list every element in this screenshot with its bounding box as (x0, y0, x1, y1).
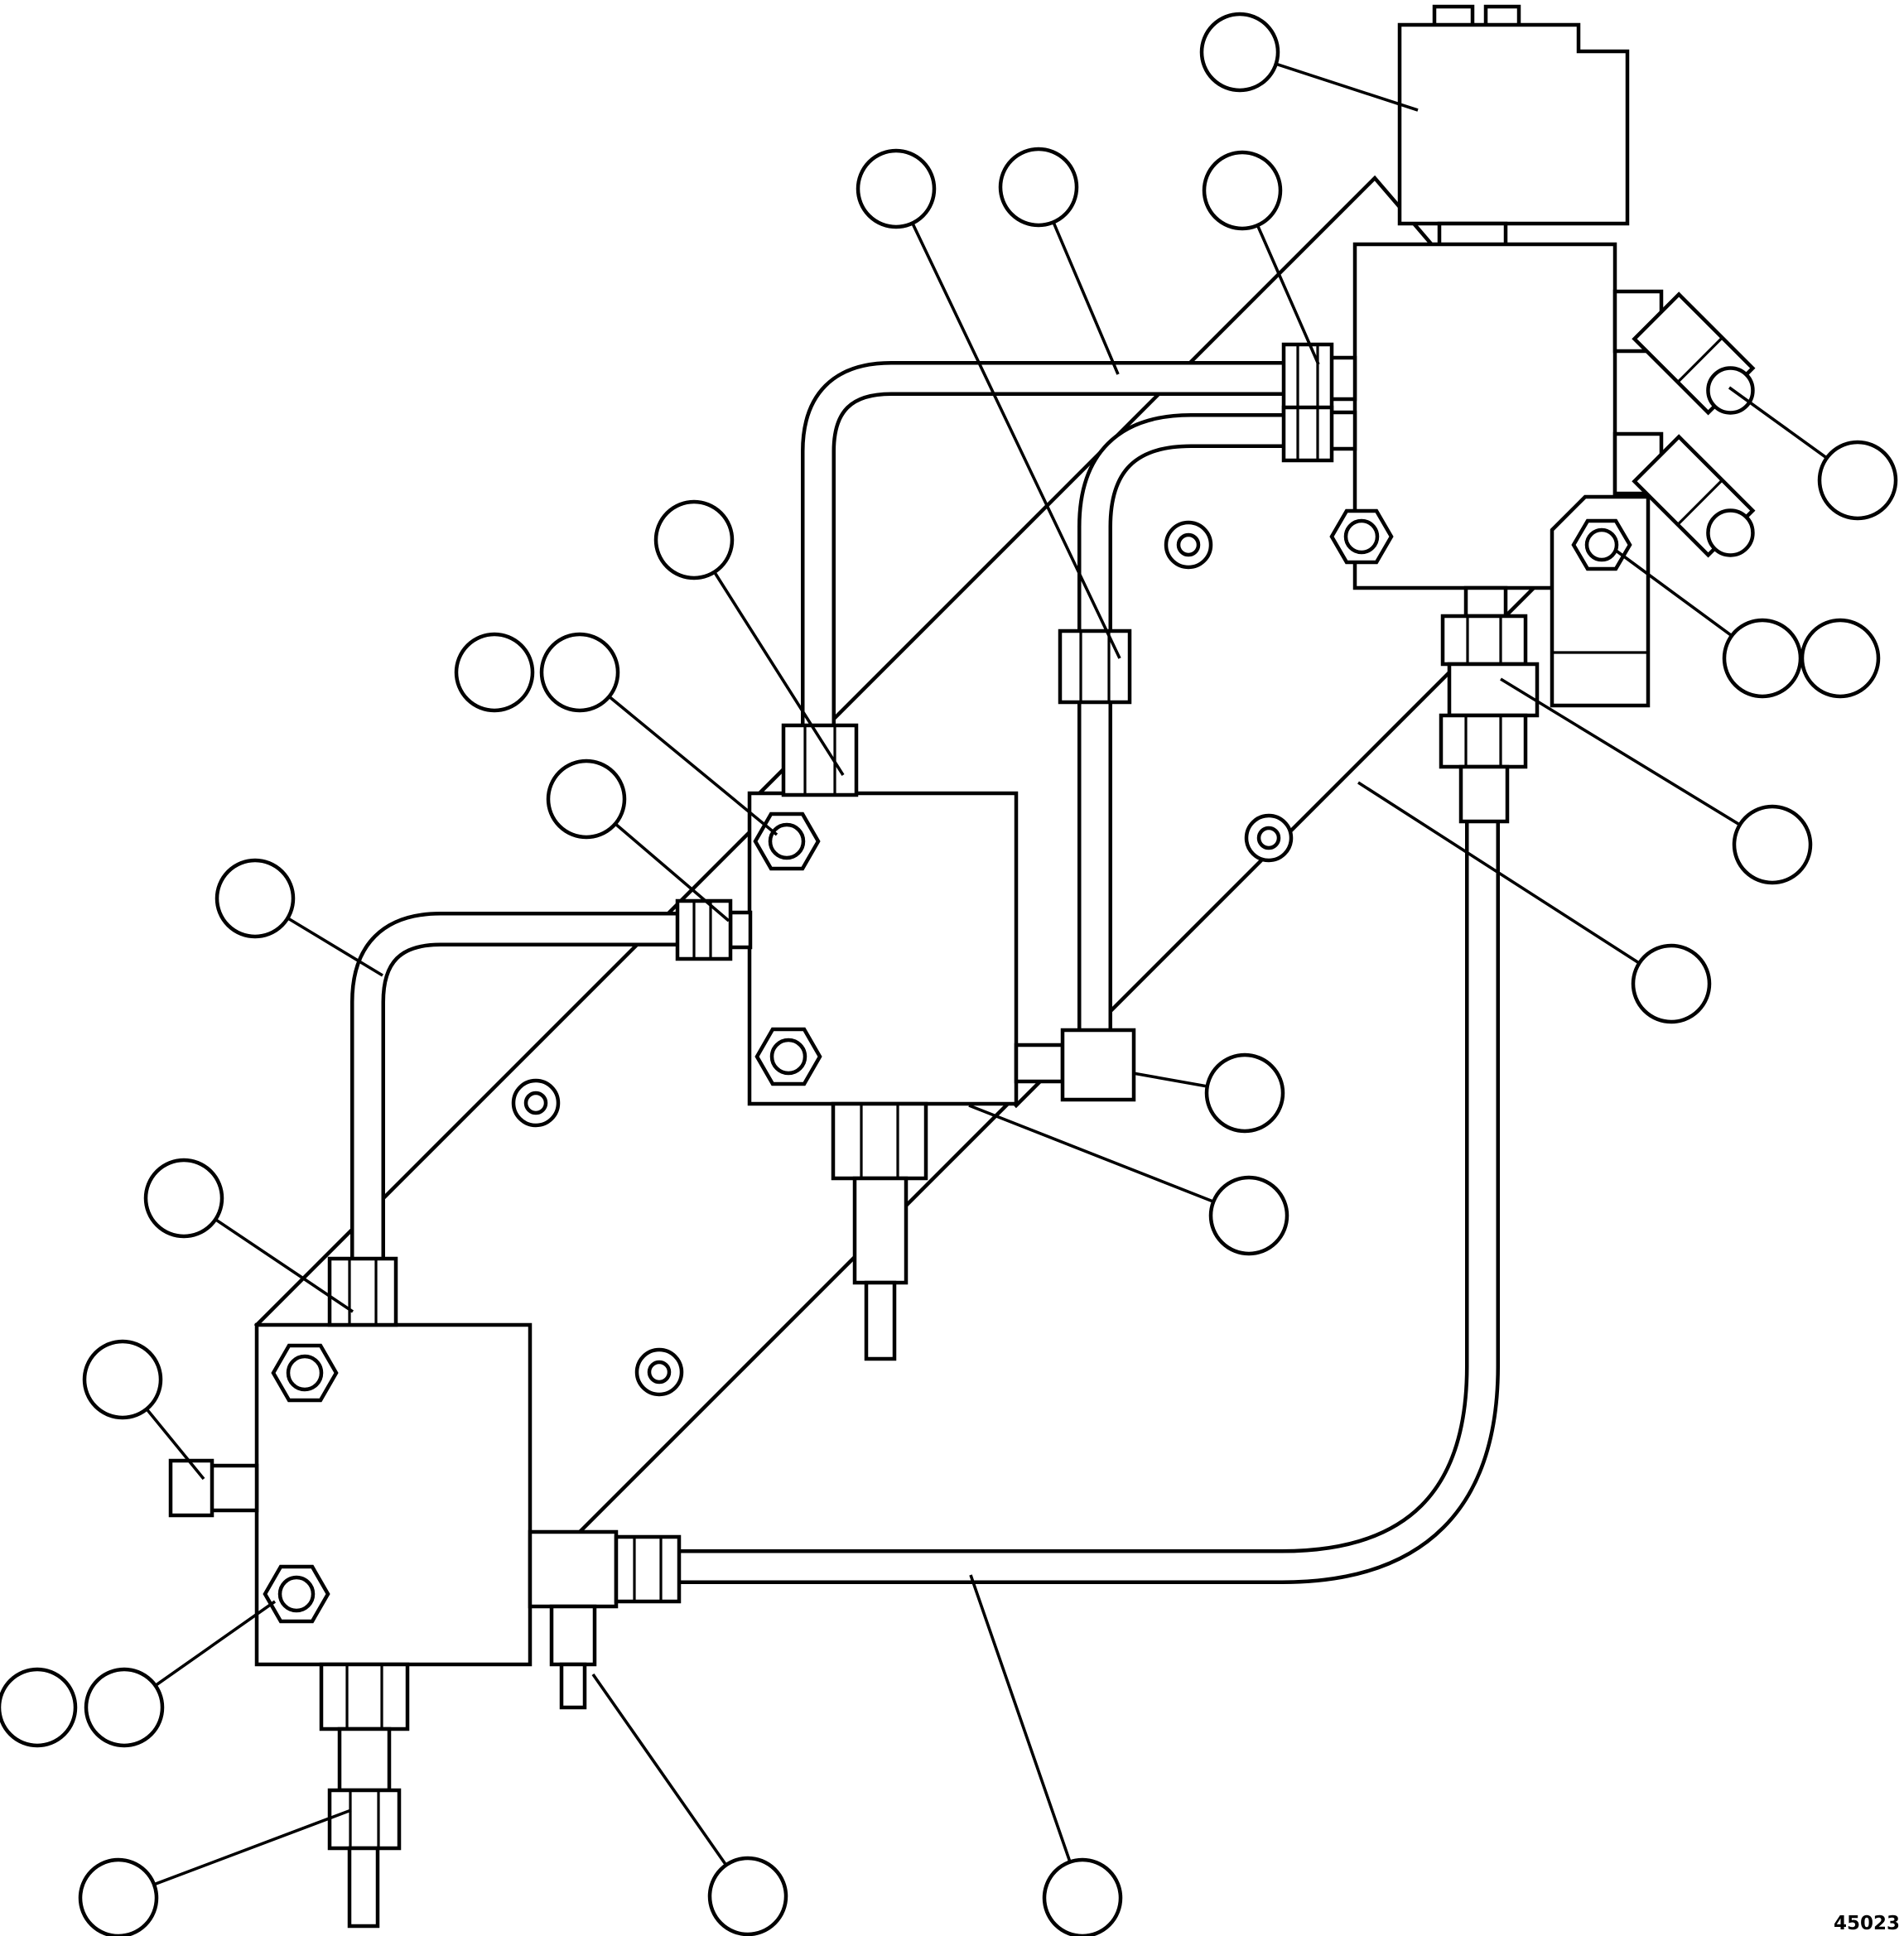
coil-neck (1437, 221, 1508, 248)
lower-block-top-fitting (327, 1256, 398, 1327)
solenoid-valve-assembly (1281, 4, 1756, 824)
lower-block-bottom-fitting (319, 1662, 410, 1929)
lower-block-tee (528, 1529, 682, 1710)
callout-balloon (539, 632, 620, 713)
tee-drain-stub (549, 1604, 597, 1667)
callout-balloon (1199, 12, 1280, 93)
callout-balloon (1204, 1052, 1285, 1134)
tee-fitting (1439, 585, 1540, 824)
callout-balloon (78, 1857, 159, 1936)
callout-balloon (0, 1667, 78, 1748)
elbow-fitting-lower (1612, 431, 1756, 558)
hex-bolt (263, 1564, 330, 1624)
callout-balloon (1732, 804, 1813, 885)
tubes (350, 361, 1500, 1584)
middle-block-left-fitting (675, 898, 753, 961)
part-number: 45023 (1834, 1913, 1900, 1934)
solenoid-coil (1397, 22, 1630, 226)
middle-tube (1077, 413, 1290, 1042)
middle-valve-block (675, 723, 1136, 1361)
callout-balloon (454, 632, 535, 713)
washer-ring (634, 1347, 684, 1397)
callout-balloon (998, 147, 1079, 228)
callout-balloon (653, 499, 735, 580)
tube-union (1058, 628, 1132, 705)
callout-leader (894, 188, 1121, 659)
lower-block-side-fitting (168, 1458, 259, 1518)
upper-tube (801, 361, 1290, 737)
upper-tube-fitting (1281, 342, 1357, 415)
callout-balloon (707, 1856, 788, 1936)
callout-balloon (1631, 943, 1712, 1024)
callout-leader (591, 1673, 750, 1898)
callout-balloon (1202, 150, 1283, 231)
callout-leader (118, 1808, 352, 1900)
bracket-bolt (1571, 518, 1632, 571)
left-tube (350, 912, 704, 1271)
callout-balloon (1042, 1857, 1123, 1936)
callout-balloon (143, 1158, 224, 1239)
callout-balloon (1817, 440, 1898, 521)
callout-leader (969, 1574, 1084, 1899)
callout-leader (1357, 781, 1672, 985)
hex-bolt (754, 1027, 822, 1086)
callout-layer (0, 12, 1898, 1936)
mounting-bracket (1550, 494, 1651, 708)
hex-bolt (271, 1343, 339, 1403)
elbow-fitting-upper (1612, 289, 1756, 416)
washer-ring (511, 1078, 561, 1128)
middle-block-bottom-fitting (831, 1101, 928, 1361)
callout-balloon (82, 1339, 163, 1420)
callout-leader (968, 1104, 1250, 1217)
hex-bolt (753, 811, 821, 871)
callout-balloon (1722, 618, 1803, 699)
callout-leader (578, 671, 778, 836)
washer-ring (1164, 520, 1213, 570)
hex-plug (1329, 508, 1394, 565)
callout-leader (1500, 677, 1773, 846)
callout-balloon (215, 858, 296, 939)
lower-tube-nut (614, 1534, 682, 1604)
lower-tube (663, 821, 1500, 1584)
callout-balloon (84, 1667, 165, 1748)
middle-tube-fitting (1281, 405, 1357, 463)
callout-balloon (546, 759, 627, 840)
callout-balloon (1800, 618, 1881, 699)
callout-balloon (1208, 1175, 1289, 1256)
washer-ring (1244, 813, 1294, 863)
lower-valve-block (168, 1256, 682, 1929)
callout-leader (692, 539, 845, 776)
callout-balloon (856, 148, 937, 229)
middle-block-elbow (1014, 1028, 1136, 1102)
